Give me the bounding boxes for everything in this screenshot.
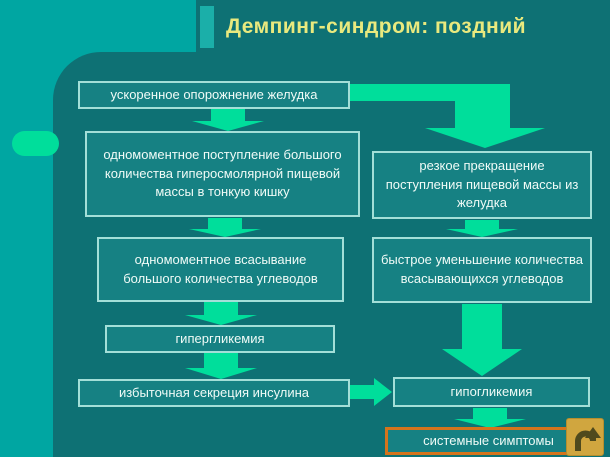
arrow-down-c-d (185, 302, 257, 325)
node-food-cessation: резкое прекращение поступления пищевой м… (372, 151, 592, 219)
arrow-down-f-g (446, 220, 518, 237)
arrow-right-e-h (350, 378, 392, 406)
arrow-down-d-e (185, 353, 257, 379)
arrow-down-h-i (454, 408, 526, 428)
side-accent-pill (12, 131, 59, 156)
node-hypoglycemia: гипогликемия (393, 377, 590, 407)
arrow-down-b-c (189, 218, 261, 237)
node-carb-decrease: быстрое уменьшение количества всасывающи… (372, 237, 592, 303)
node-insulin-secretion: избыточная секреция инсулина (78, 379, 350, 407)
arrow-elbow-a-f (350, 84, 545, 148)
node-systemic-symptoms: системные симптомы (385, 427, 592, 455)
node-gastric-emptying: ускоренное опорожнение желудка (78, 81, 350, 109)
title-band (196, 0, 610, 60)
arrow-down-g-h (442, 304, 522, 376)
node-hyperosmolar-mass: одномоментное поступление большого колич… (85, 131, 360, 217)
node-carb-absorption: одномоментное всасывание большого количе… (97, 237, 344, 302)
node-hyperglycemia: гипергликемия (105, 325, 335, 353)
arrow-down-a-b (192, 109, 264, 131)
page-title: Демпинг-синдром: поздний (226, 15, 527, 38)
title-accent-bar (200, 6, 214, 48)
u-turn-arrow-icon (575, 427, 601, 451)
return-button[interactable] (566, 418, 604, 456)
